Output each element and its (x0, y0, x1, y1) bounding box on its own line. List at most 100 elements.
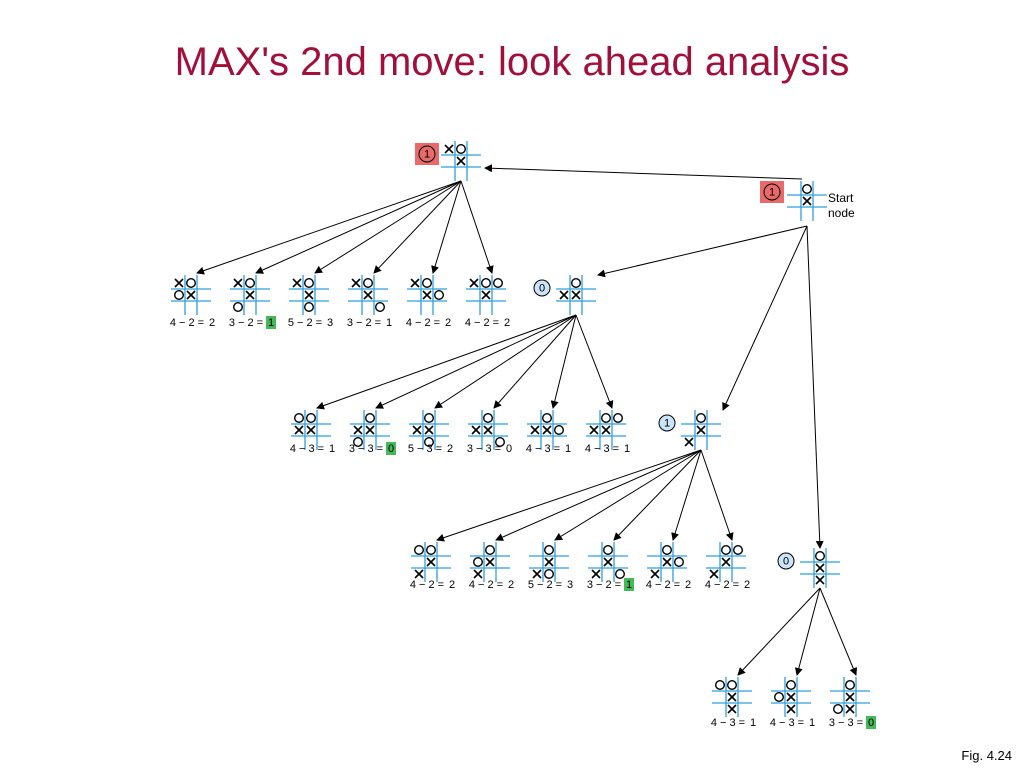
eval-result: 2 (685, 579, 691, 591)
tree-edge (484, 164, 803, 180)
o-mark (571, 278, 582, 289)
child-board (830, 677, 870, 717)
o-mark (845, 680, 856, 691)
eval-result: 2 (447, 443, 453, 455)
x-mark (456, 156, 466, 166)
eval-expression: 4 − 2 = (406, 317, 440, 329)
child-board (529, 542, 569, 582)
child-board (350, 410, 390, 450)
eval-label: 3 − 2 =1 (347, 317, 392, 329)
o-mark (662, 545, 673, 556)
tree-edge (700, 449, 734, 541)
o-mark (434, 290, 445, 301)
eval-expression: 3 − 2 = (347, 317, 381, 329)
eval-label: 4 − 2 =2 (170, 317, 215, 329)
value-circle (763, 183, 781, 201)
tree-edges (196, 164, 858, 676)
o-mark (721, 545, 732, 556)
start-node-label-line1: Start (828, 191, 854, 205)
x-mark (650, 569, 660, 579)
eval-expression: 4 − 2 = (469, 579, 503, 591)
o-mark (495, 437, 506, 448)
chosen-value-highlight (624, 578, 634, 591)
x-mark (544, 557, 554, 567)
x-mark (662, 557, 672, 567)
x-mark (294, 425, 304, 435)
eval-label: 3 − 3 =0 (349, 442, 396, 455)
child-board (712, 677, 752, 717)
chosen-value-highlight (266, 316, 276, 329)
child-board (407, 275, 447, 315)
eval-label: 3 − 2 =1 (587, 578, 634, 591)
eval-label: 3 − 3 =0 (829, 716, 876, 729)
eval-result: 1 (565, 443, 571, 455)
x-mark (292, 278, 302, 288)
tree-edge (597, 225, 808, 278)
o-mark (473, 557, 484, 568)
x-mark (426, 557, 436, 567)
eval-result: 1 (624, 443, 630, 455)
o-mark (294, 413, 305, 424)
x-mark (727, 692, 737, 702)
x-mark (481, 290, 491, 300)
eval-label: 4 − 2 = 2 (646, 579, 691, 591)
x-mark (532, 569, 542, 579)
o-mark (365, 413, 376, 424)
tree-edge (575, 314, 614, 409)
eval-label: 4 − 3 =1 (526, 443, 571, 455)
x-mark (802, 196, 812, 206)
o-mark (363, 278, 374, 289)
eval-result: 0 (868, 717, 874, 729)
o-mark (544, 545, 555, 556)
eval-expression: 4 − 2 = (465, 317, 499, 329)
eval-result: 2 (445, 317, 451, 329)
backed-up-value: 1 (664, 418, 670, 430)
x-mark (410, 278, 420, 288)
o-mark (554, 425, 565, 436)
x-mark (559, 290, 569, 300)
child-board (527, 410, 567, 450)
chosen-value-highlight (386, 442, 396, 455)
child-board (171, 275, 211, 315)
eval-label: 4 − 2 = 2 (406, 317, 451, 329)
eval-expression: 3 − 3 = (467, 443, 501, 455)
child-board (470, 542, 510, 582)
backed-up-value: 1 (424, 149, 430, 161)
o-mark (456, 143, 467, 154)
tree-edge (613, 449, 702, 541)
o-mark (802, 183, 813, 194)
eval-expression: 3 − 2 = (587, 579, 621, 591)
o-mark (674, 557, 685, 568)
child-board (468, 410, 508, 450)
x-mark (471, 425, 481, 435)
child-board (348, 275, 388, 315)
child-board (291, 410, 331, 450)
eval-label: 5 − 3 =2 (408, 443, 453, 455)
o-mark (424, 413, 435, 424)
start-node-board (787, 181, 827, 221)
tree-edge (794, 587, 821, 676)
start-node-label-line2: node (828, 206, 855, 220)
eval-expression: 5 − 2 = (528, 579, 562, 591)
x-mark (684, 437, 694, 447)
child-board (706, 542, 746, 582)
tree-edge (819, 587, 858, 676)
eval-expression: 3 − 3 = (349, 443, 383, 455)
tree-edge (196, 180, 462, 275)
o-mark (422, 278, 433, 289)
eval-expression: 4 − 2 = (646, 579, 680, 591)
x-mark (174, 278, 184, 288)
eval-result: 3 (567, 579, 573, 591)
tree-edge (373, 180, 462, 274)
eval-label: 4 − 2 =2 (469, 579, 514, 591)
x-mark (233, 278, 243, 288)
x-mark (363, 290, 373, 300)
x-mark (815, 575, 825, 585)
tree-edge (314, 180, 462, 274)
eval-result: 1 (268, 317, 274, 329)
x-mark (483, 425, 493, 435)
o-mark (833, 704, 844, 715)
eval-label: 4 − 3 =1 (585, 443, 630, 455)
